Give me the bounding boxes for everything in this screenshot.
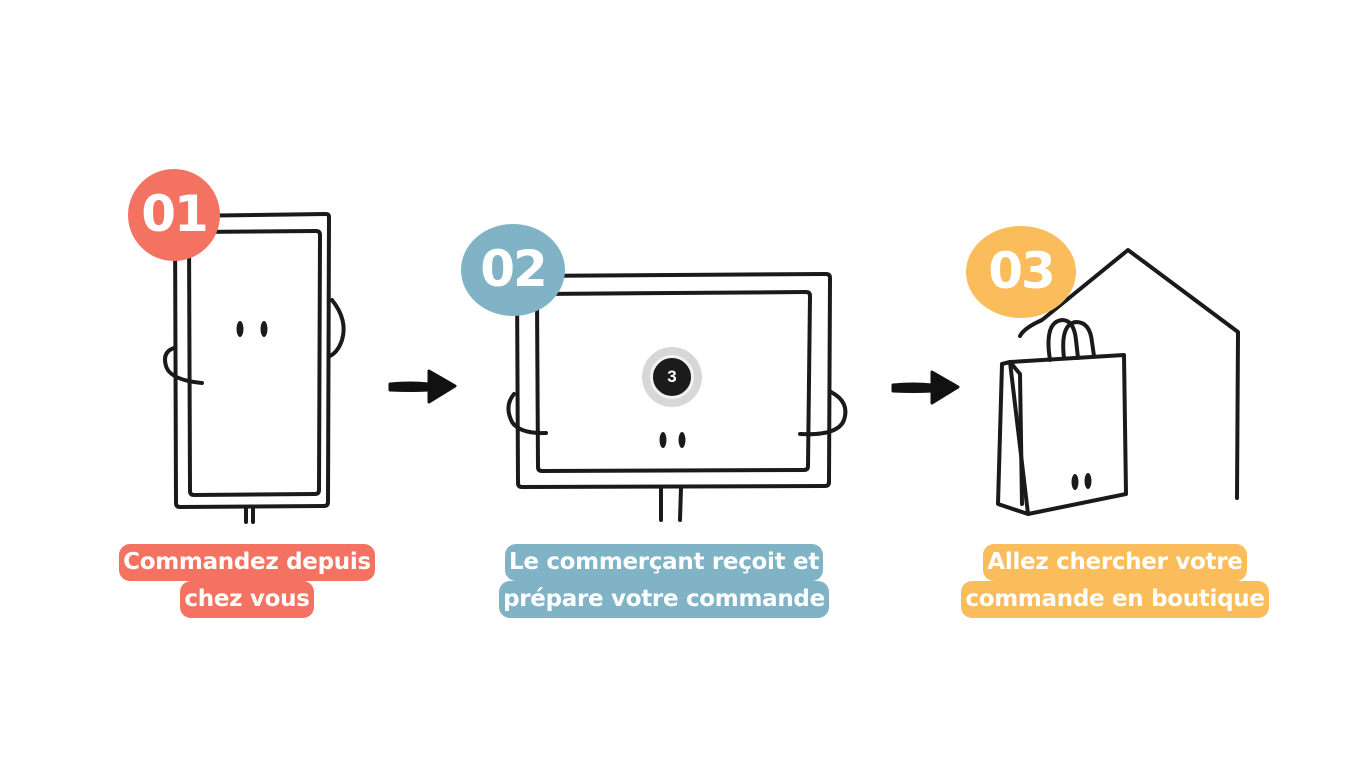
step-1-caption-line-1: Commandez depuis: [119, 544, 375, 581]
step-3-number: 03: [988, 242, 1056, 300]
step-1-number: 01: [141, 185, 209, 243]
step-1-badge: 01: [128, 169, 220, 261]
page-indicator-count: 3: [650, 355, 694, 399]
step-2-badge: 02: [461, 224, 565, 316]
arrow-right-icon: [388, 369, 457, 404]
step-2-caption-line-1: Le commerçant reçoit et: [504, 544, 824, 581]
step-1-caption-line-2: chez vous: [180, 581, 314, 618]
shopping-bag-and-house-icon: [996, 248, 1240, 516]
step-3-caption-line-1: Allez chercher votre: [983, 544, 1247, 581]
step-3-caption: Allez chercher votre commande en boutiqu…: [930, 544, 1300, 618]
page-indicator[interactable]: 3: [642, 347, 702, 407]
arrow-right-icon: [891, 370, 960, 405]
step-2-caption-line-2: prépare votre commande: [499, 581, 829, 618]
step-2-caption: Le commerçant reçoit et prépare votre co…: [464, 544, 864, 618]
step-3-caption-line-2: commande en boutique: [961, 581, 1269, 618]
step-1-caption: Commandez depuis chez vous: [97, 544, 397, 618]
step-2-number: 02: [480, 240, 548, 298]
step-3-badge: 03: [966, 226, 1076, 318]
